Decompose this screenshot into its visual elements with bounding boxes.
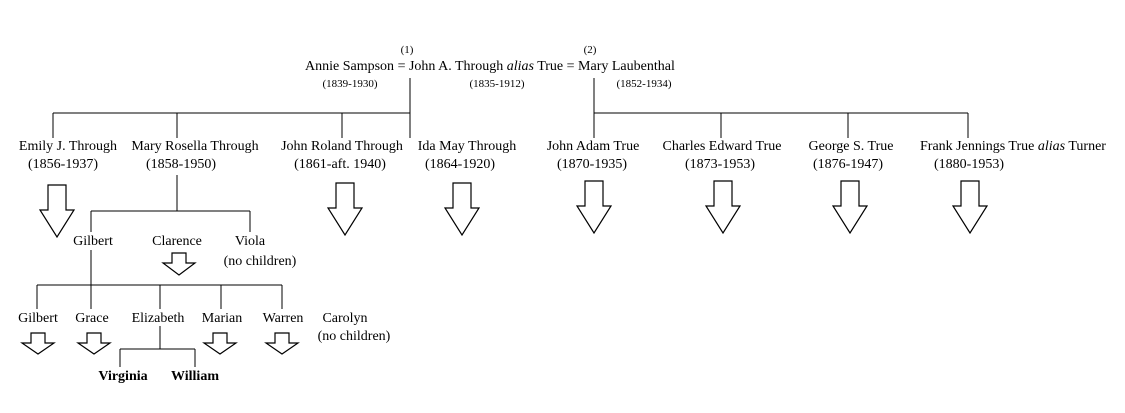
descendants-arrow-icon <box>951 180 989 235</box>
child-name: Mary Rosella Through <box>131 139 259 154</box>
descendants-arrow-icon <box>38 184 76 239</box>
child-dates: (1858-1950) <box>146 157 216 172</box>
great-great-grandchild-name: William <box>171 369 219 384</box>
great-grandchild-name: Elizabeth <box>131 311 185 326</box>
grandchild-name: Viola <box>234 234 266 249</box>
child-dates: (1861-aft. 1940) <box>294 157 386 172</box>
child-name: John Roland Through <box>281 139 403 154</box>
marriage-sign-1: = <box>394 59 409 74</box>
descendants-arrow-icon <box>76 332 112 355</box>
grandchild-name: Gilbert <box>73 234 113 249</box>
child-name: John Adam True <box>546 139 640 154</box>
descendants-arrow-icon <box>264 332 300 355</box>
descendants-arrow-icon <box>704 180 742 235</box>
husband-dates: (1835-1912) <box>469 78 525 90</box>
descendants-arrow-icon <box>326 182 364 237</box>
child-name: George S. True <box>808 139 894 154</box>
descendants-arrow-icon <box>575 180 613 235</box>
child-dates: (1880-1953) <box>934 157 1004 172</box>
descendants-arrow-icon <box>831 180 869 235</box>
child-dates: (1873-1953) <box>685 157 755 172</box>
marriage-sign-2: = <box>563 59 579 74</box>
grandchild-name: Clarence <box>152 234 202 249</box>
wife2-dates: (1852-1934) <box>616 78 672 90</box>
great-great-grandchild-name: Virginia <box>98 369 148 384</box>
wife2-name: Mary Laubenthal <box>578 59 675 74</box>
alias-word: alias <box>506 59 534 74</box>
child-name: Ida May Through <box>417 139 517 154</box>
wife1-dates: (1839-1930) <box>322 78 378 90</box>
descendants-arrow-icon <box>161 252 197 276</box>
marriage-marker-2: (2) <box>583 44 597 56</box>
child-dates: (1864-1920) <box>425 157 495 172</box>
wife1-name: Annie Sampson <box>305 59 395 74</box>
grandchild-note: (no children) <box>223 254 297 269</box>
child-dates: (1870-1935) <box>557 157 627 172</box>
descendants-arrow-icon <box>202 332 238 355</box>
marriage-marker-1: (1) <box>400 44 414 56</box>
great-grandchild-name: Marian <box>201 311 243 326</box>
alias-word: alias <box>1037 139 1066 154</box>
great-grandchild-name: Grace <box>75 311 109 326</box>
child-dates: (1876-1947) <box>813 157 883 172</box>
husband-name: John A. Through <box>408 59 507 74</box>
great-grandchild-note: (no children) <box>317 329 391 344</box>
parents-line: Annie Sampson = John A. Through alias Tr… <box>305 60 675 74</box>
child-name: Charles Edward True <box>662 139 782 154</box>
great-grandchild-name: Carolyn <box>322 311 368 326</box>
child-name: Emily J. Through <box>18 139 118 154</box>
descendants-arrow-icon <box>20 332 56 355</box>
husband-alias: True <box>533 59 564 74</box>
child-name-part: Frank Jennings True <box>920 139 1038 154</box>
great-grandchild-name: Gilbert <box>18 311 58 326</box>
child-dates: (1856-1937) <box>28 157 98 172</box>
child-name: Frank Jennings True alias Turner <box>920 140 1106 154</box>
descendants-arrow-icon <box>443 182 481 237</box>
great-grandchild-name: Warren <box>262 311 304 326</box>
child-name-suffix: Turner <box>1065 139 1106 154</box>
